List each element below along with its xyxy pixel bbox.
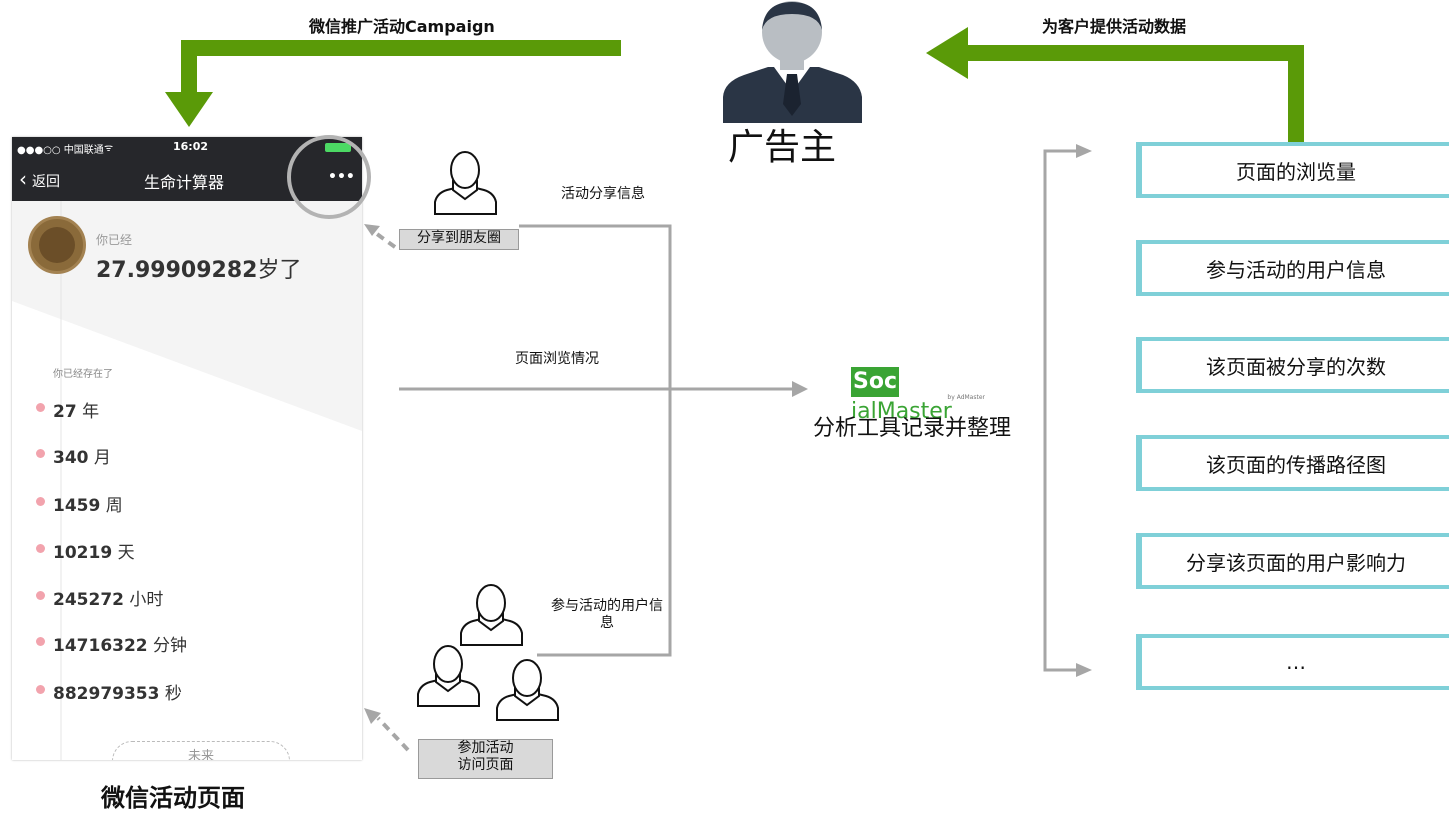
status-bar: ●●●○○ 中国联通 ᯤ 16:02 (12, 137, 362, 159)
output-box-more: … (1136, 634, 1449, 690)
tool-caption: 分析工具记录并整理 (813, 416, 1012, 441)
green-arrowhead-left (926, 27, 968, 79)
stat-hours: 245272 小时 (36, 585, 163, 610)
bracket-arrowhead-top (1076, 144, 1092, 158)
green-arrowhead-down (165, 92, 213, 127)
stat-weeks: 1459 周 (36, 491, 123, 516)
output-bracket (1043, 149, 1080, 672)
output-box-influence: 分享该页面的用户影响力 (1136, 533, 1449, 589)
green-arrow-data (965, 45, 1304, 142)
advertiser-label: 广告主 (728, 127, 837, 168)
dashed-arrow-share (368, 227, 397, 249)
phone-screen: ●●●○○ 中国联通 ᯤ 16:02 ‹ 返回 生命计算器 ••• 你已经 27… (12, 137, 362, 760)
browse-arrowhead (792, 381, 808, 397)
green-arrow-campaign (181, 40, 621, 95)
join-tag-line1: 参加活动 (457, 740, 514, 756)
join-tag-line2: 访问页面 (457, 757, 514, 773)
share-info-label: 活动分享信息 (561, 186, 645, 202)
logo-sub: by AdMaster (947, 394, 985, 401)
time: 16:02 (173, 140, 209, 153)
you-already-label: 你已经 (96, 233, 133, 247)
stat-seconds: 882979353 秒 (36, 679, 182, 704)
clock-avatar (28, 216, 86, 274)
share-line (519, 224, 672, 657)
age-number: 27.99909282 (96, 258, 258, 283)
dashed-arrow-join (376, 716, 410, 752)
output-box-spread-path: 该页面的传播路径图 (1136, 435, 1449, 491)
data-caption: 为客户提供活动数据 (1042, 17, 1187, 36)
carrier: ●●●○○ 中国联通 (17, 145, 104, 156)
future-button[interactable]: 未来 (112, 741, 290, 760)
socialmaster-logo: SocialMaster by AdMaster (851, 367, 991, 424)
sharer-person-icon (434, 151, 497, 215)
page-title: 生命计算器 (144, 173, 225, 192)
share-tag: 分享到朋友圈 (399, 229, 519, 250)
join-tag: 参加活动 访问页面 (418, 739, 553, 779)
browse-label: 页面浏览情况 (515, 351, 599, 367)
stat-minutes: 14716322 分钟 (36, 631, 187, 656)
phone-background (12, 201, 362, 760)
stat-years: 27 年 (36, 397, 99, 422)
campaign-caption: 微信推广活动Campaign (309, 17, 495, 36)
age-value: 27.99909282岁了 (96, 252, 301, 284)
dashed-arrowhead-share (364, 224, 380, 236)
bracket-arrowhead-bottom (1076, 663, 1092, 677)
age-unit: 岁了 (257, 258, 302, 283)
wifi-icon: ᯤ (104, 143, 114, 154)
logo-ialmaster: ialMaster (851, 399, 952, 424)
phone-caption: 微信活动页面 (101, 784, 245, 812)
participant-info-label: 参与活动的用户信 息 (551, 598, 663, 631)
output-box-pageviews: 页面的浏览量 (1136, 142, 1449, 198)
participants-icon (417, 584, 559, 721)
logo-soc: Soc (851, 367, 899, 397)
output-box-share-count: 该页面被分享的次数 (1136, 337, 1449, 393)
highlight-circle (287, 135, 371, 219)
stat-months: 340 月 (36, 443, 111, 468)
dashed-arrowhead-join (364, 708, 381, 724)
advertiser-icon (723, 1, 862, 123)
stat-days: 10219 天 (36, 538, 135, 563)
output-box-user-info: 参与活动的用户信息 (1136, 240, 1449, 296)
back-button[interactable]: 返回 (32, 174, 60, 190)
existed-label: 你已经存在了 (53, 369, 113, 380)
back-chevron-icon[interactable]: ‹ (19, 167, 27, 191)
